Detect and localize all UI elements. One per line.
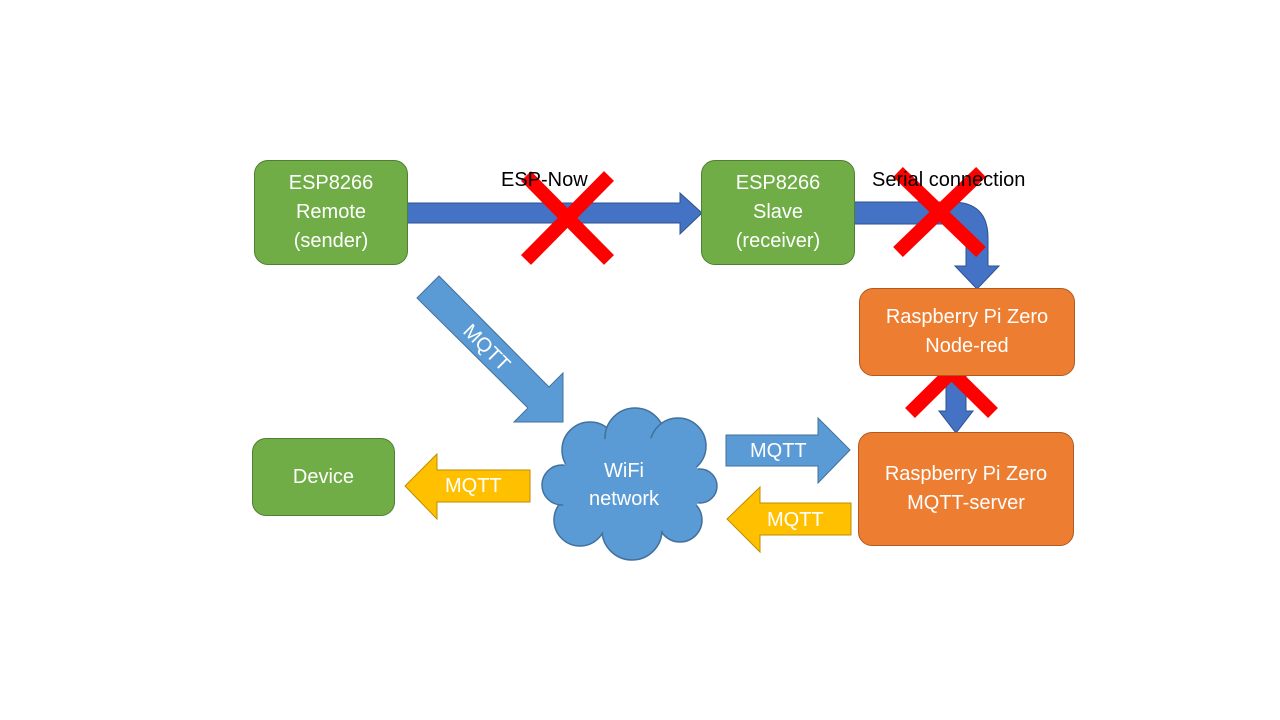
node-label-line: Slave	[752, 201, 804, 223]
device-node: Device	[252, 438, 395, 516]
server-to-wifi-mqtt-label: MQTT	[767, 509, 824, 531]
node-label-line: Node-red	[925, 335, 1009, 357]
wifi-label-line: network	[588, 488, 660, 510]
esp-now-label: ESP-Now	[501, 169, 588, 191]
wifi-network-label: WiFi network	[574, 457, 674, 513]
esp-now-cross-icon	[521, 171, 614, 265]
node-label-line: ESP8266	[288, 172, 374, 194]
remote-to-wifi-arrow	[416, 275, 564, 423]
node-label-line: (receiver)	[735, 230, 821, 252]
node-label-line: Raspberry Pi Zero	[885, 306, 1049, 328]
rpi-nodered-node: Raspberry Pi Zero Node-red	[859, 288, 1075, 376]
rpi-mqtt-server-node: Raspberry Pi Zero MQTT-server	[858, 432, 1074, 546]
wifi-to-server-arrow	[725, 416, 851, 485]
node-label-line: MQTT-server	[907, 492, 1025, 514]
node-label-line: Device	[292, 465, 355, 488]
node-label-line: Raspberry Pi Zero	[884, 463, 1048, 485]
node-label-line: (sender)	[293, 230, 369, 252]
wifi-to-server-mqtt-label: MQTT	[750, 440, 807, 462]
serial-cross-icon	[893, 166, 986, 258]
wifi-label-line: WiFi	[604, 460, 644, 482]
esp8266-remote-node: ESP8266 Remote (sender)	[254, 160, 408, 265]
serial-connection-label: Serial connection	[872, 169, 1026, 191]
node-label-line: Remote	[295, 201, 367, 223]
node-label-line: ESP8266	[735, 172, 821, 194]
wifi-cloud-shape	[541, 407, 718, 561]
esp8266-slave-node: ESP8266 Slave (receiver)	[701, 160, 855, 265]
wifi-to-device-mqtt-label: MQTT	[445, 475, 502, 497]
wifi-to-device-arrow	[404, 452, 531, 521]
server-to-wifi-arrow	[726, 485, 852, 554]
